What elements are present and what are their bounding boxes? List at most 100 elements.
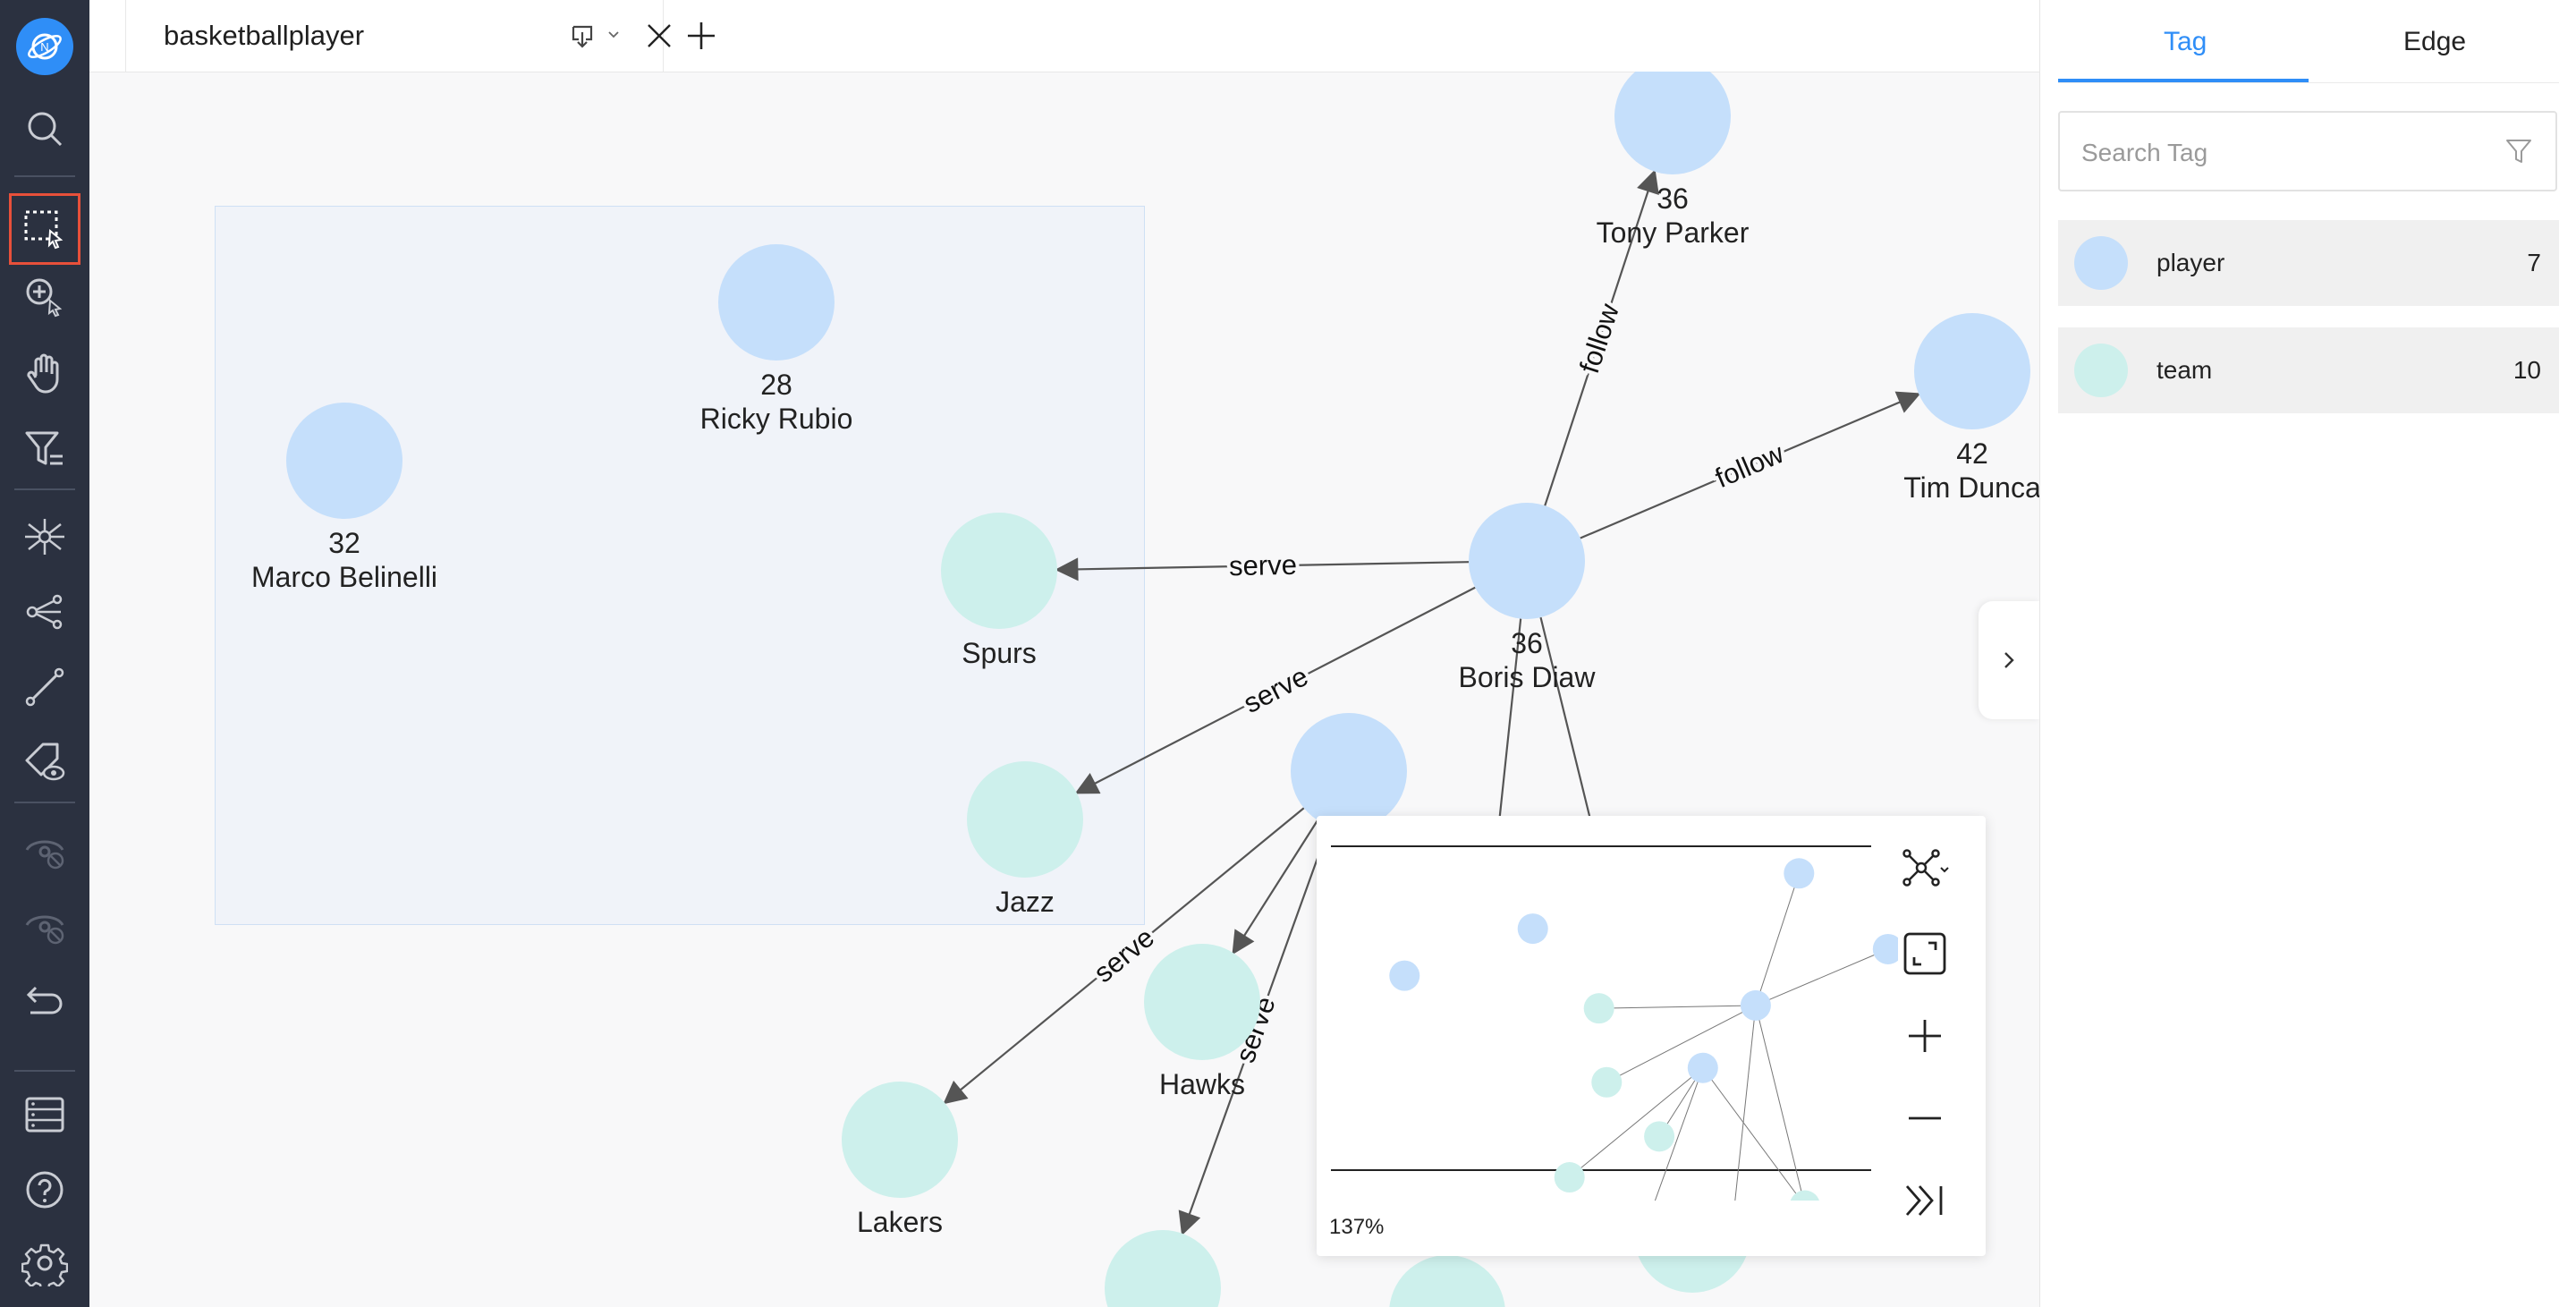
node-label: Jazz <box>996 886 1055 918</box>
node-spurs[interactable]: Spurs <box>941 513 1057 669</box>
fit-view-icon[interactable] <box>1898 927 1952 980</box>
help-icon[interactable] <box>16 1161 73 1218</box>
node-vid: 36 <box>1657 182 1689 215</box>
expand-select-icon[interactable] <box>16 268 73 326</box>
collapse-minimap-icon[interactable] <box>1898 1174 1952 1227</box>
node-vid: 36 <box>1511 627 1543 659</box>
edge-boris-tim[interactable]: follow <box>1580 391 1921 539</box>
minimap[interactable]: 137% <box>1317 816 1986 1256</box>
tab-active-indicator <box>2058 79 2309 82</box>
edge-boris-spurs[interactable]: serve <box>1055 546 1470 585</box>
collapse-panel-button[interactable] <box>1979 601 2039 719</box>
tag-row-team[interactable]: team 10 <box>2058 327 2559 413</box>
minimap-node <box>1872 933 1898 964</box>
edge-label: follow <box>1710 437 1788 494</box>
graph-canvas[interactable]: followfollowserveserveveserveserveserve … <box>89 72 2039 1307</box>
node-jazz[interactable]: Jazz <box>967 761 1083 918</box>
hide-icon[interactable] <box>16 821 73 878</box>
zoom-out-icon[interactable] <box>1898 1091 1952 1145</box>
tag-name: team <box>2157 356 2213 384</box>
close-icon[interactable] <box>645 21 674 55</box>
minimap-edge <box>1663 1074 1699 1131</box>
undo-icon[interactable] <box>16 972 73 1029</box>
minimap-edge <box>1734 1013 1756 1201</box>
node-vid: 28 <box>760 369 792 401</box>
zoom-in-icon[interactable] <box>1898 1009 1952 1063</box>
node-lakers[interactable]: Lakers <box>842 1082 958 1238</box>
tag-row-player[interactable]: player 7 <box>2058 220 2559 306</box>
share-icon[interactable] <box>16 583 73 641</box>
add-tab-icon[interactable] <box>685 20 717 56</box>
minimap-graph <box>1331 845 1898 1201</box>
chevron-down-icon[interactable] <box>607 29 620 46</box>
tab-tag[interactable]: Tag <box>2164 27 2207 56</box>
minimap-node <box>1554 1162 1585 1193</box>
tag-name: player <box>2157 249 2225 276</box>
minimap-node <box>1644 1121 1675 1152</box>
logo-icon[interactable]: N <box>16 18 73 75</box>
node-label: Tim Dunca <box>1903 471 2039 504</box>
minimap-edge <box>1613 1008 1750 1080</box>
hand-icon[interactable] <box>16 345 73 403</box>
minimap-edge <box>1757 1013 1805 1199</box>
minimap-edge <box>1763 951 1882 1003</box>
edge-boris-jazz[interactable]: serve <box>1074 586 1476 794</box>
node-label: Marco Belinelli <box>251 561 437 593</box>
tab-title: basketballplayer <box>164 20 365 51</box>
tab-edge[interactable]: Edge <box>2403 27 2467 56</box>
download-icon[interactable] <box>568 21 597 55</box>
box-select-icon[interactable] <box>9 193 80 265</box>
chevron-right-icon <box>2004 652 2014 668</box>
node-label: Ricky Rubio <box>700 403 853 435</box>
minimap-node <box>1784 858 1815 889</box>
node-label: Spurs <box>962 637 1037 669</box>
search-icon[interactable] <box>16 100 73 157</box>
tab-basketballplayer[interactable]: basketballplayer <box>125 0 671 72</box>
settings-icon[interactable] <box>16 1235 73 1292</box>
layout-icon[interactable] <box>1898 843 1952 896</box>
minimap-node <box>1790 1190 1819 1201</box>
node-label: Hawks <box>1159 1068 1245 1100</box>
node-b1[interactable] <box>1105 1230 1221 1307</box>
search-tag-input[interactable] <box>2080 132 2477 174</box>
minimap-edge <box>1606 1004 1748 1012</box>
tag-count: 7 <box>2527 249 2541 276</box>
filter-icon[interactable] <box>2504 136 2534 171</box>
minimap-edge <box>1654 1075 1701 1201</box>
path-icon[interactable] <box>16 658 73 716</box>
minimap-edge <box>1575 1073 1698 1173</box>
show-icon[interactable] <box>16 896 73 954</box>
filter-icon[interactable] <box>16 420 73 478</box>
tag-eye-icon[interactable] <box>16 734 73 791</box>
node-b2[interactable] <box>1389 1255 1505 1307</box>
svg-text:N: N <box>40 40 48 54</box>
node-label: Boris Diaw <box>1459 661 1597 693</box>
list-icon[interactable] <box>16 1086 73 1143</box>
minimap-edge <box>1758 880 1799 998</box>
node-label: Tony Parker <box>1597 216 1750 249</box>
edge-label: serve <box>1239 660 1313 719</box>
node-hawks[interactable]: Hawks <box>1144 944 1260 1100</box>
node-vid: 32 <box>328 527 360 559</box>
tag-count: 10 <box>2512 356 2541 384</box>
tab-bar: basketballplayer <box>89 0 2039 72</box>
edge-label: follow <box>1573 300 1625 378</box>
sidebar: N <box>0 0 89 1307</box>
edge-javale-hawks[interactable] <box>1232 819 1319 955</box>
minimap-node <box>1389 960 1420 991</box>
minimap-node <box>1591 1066 1623 1098</box>
team-color-dot <box>2074 344 2128 397</box>
graph-layout-icon[interactable] <box>16 508 73 565</box>
node-label: Lakers <box>857 1206 943 1238</box>
zoom-level: 137% <box>1329 1215 1385 1239</box>
minimap-node <box>1687 1052 1718 1083</box>
minimap-node <box>1517 913 1548 945</box>
right-panel: Tag Edge player 7 team 10 <box>2039 0 2576 1307</box>
minimap-node <box>1740 989 1771 1021</box>
player-color-dot <box>2074 236 2128 290</box>
